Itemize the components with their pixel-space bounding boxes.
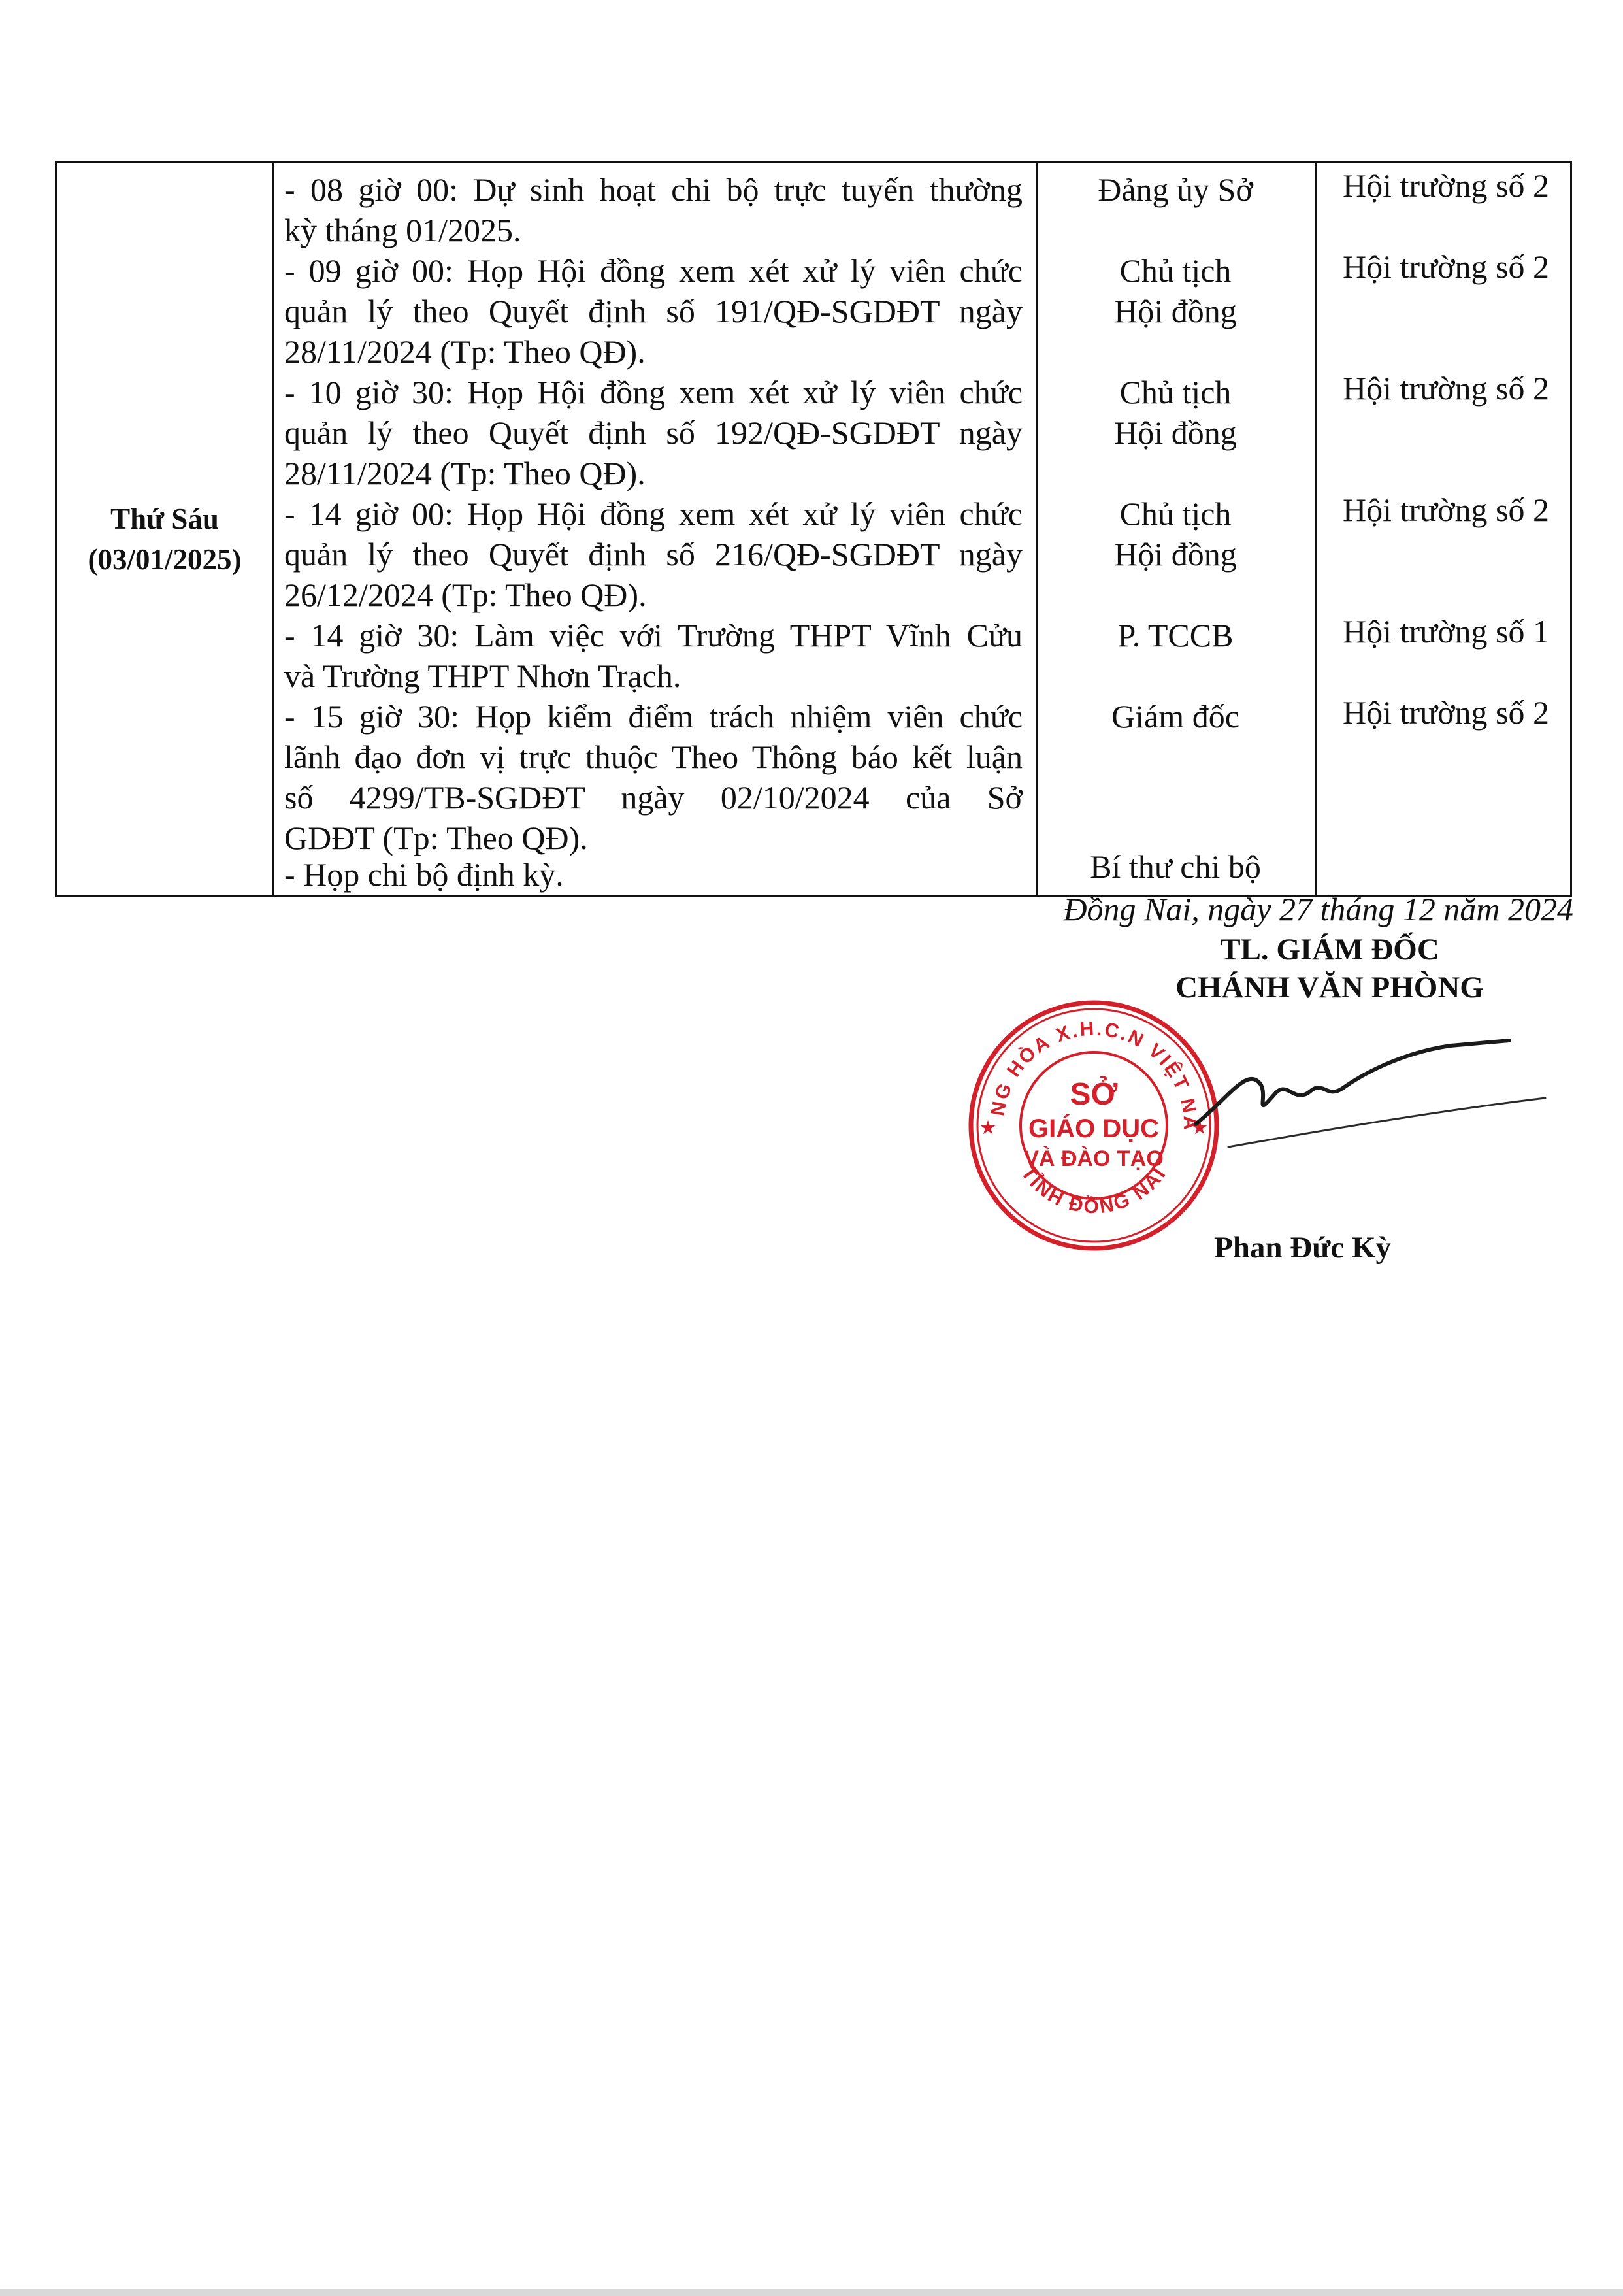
activity-line: số 4299/TB-SGDĐT ngày 02/10/2024 của Sở — [284, 779, 1023, 816]
activity-line: lãnh đạo đơn vị trực thuộc Theo Thông bá… — [284, 739, 1023, 775]
location-line: Hội trường số 2 — [1342, 694, 1550, 731]
signer-title-2: CHÁNH VĂN PHÒNG — [1175, 971, 1484, 1005]
presider-line: Chủ tịch — [1119, 374, 1232, 410]
activity-line: quản lý theo Quyết định số 191/QĐ-SGDĐT … — [284, 293, 1023, 329]
presider-line: Hội đồng — [1114, 293, 1237, 329]
activity-line: - 14 giờ 00: Họp Hội đồng xem xét xử lý … — [284, 495, 1023, 532]
handwritten-signature-icon — [1194, 1039, 1547, 1148]
svg-text:★: ★ — [980, 1118, 996, 1137]
activity-line: kỳ tháng 01/2025. — [284, 212, 521, 248]
presider-line: Hội đồng — [1114, 536, 1237, 573]
location-line: Hội trường số 2 — [1342, 491, 1550, 528]
presider-line: Đảng ủy Sở — [1098, 171, 1253, 208]
day-date: (03/01/2025) — [88, 543, 242, 576]
presider-line: P. TCCB — [1117, 617, 1234, 654]
activity-line: 28/11/2024 (Tp: Theo QĐ). — [284, 333, 646, 370]
activity-line: 26/12/2024 (Tp: Theo QĐ). — [284, 576, 647, 613]
location-line: Hội trường số 2 — [1342, 248, 1550, 285]
activity-line: - Họp chi bộ định kỳ. — [284, 856, 564, 893]
svg-text:VÀ ĐÀO TẠO: VÀ ĐÀO TẠO — [1024, 1146, 1163, 1171]
presider-line: Giám đốc — [1111, 698, 1239, 735]
place-date: Đồng Nai, ngày 27 tháng 12 năm 2024 — [1063, 891, 1573, 927]
day-name: Thứ Sáu — [110, 503, 219, 535]
presider-line: Hội đồng — [1114, 414, 1237, 451]
activity-line: và Trường THPT Nhơn Trạch. — [284, 657, 681, 694]
activity-line: 28/11/2024 (Tp: Theo QĐ). — [284, 455, 646, 491]
column-divider — [272, 163, 274, 895]
scan-edge — [0, 2289, 1623, 2296]
presider-line: Bí thư chi bộ — [1090, 848, 1261, 885]
activity-line: - 09 giờ 00: Họp Hội đồng xem xét xử lý … — [284, 252, 1023, 289]
official-seal-icon: CỘNG HÒA X.H.C.N VIỆT NAM TỈNH ĐỒNG NAI … — [963, 995, 1219, 1251]
presider-line: Chủ tịch — [1119, 252, 1232, 289]
column-divider — [1315, 163, 1317, 895]
column-divider — [1036, 163, 1038, 895]
activity-line: - 15 giờ 30: Họp kiểm điểm trách nhiệm v… — [284, 698, 1023, 735]
schedule-table: Thứ Sáu (03/01/2025) - 08 giờ 00: Dự sin… — [55, 161, 1572, 897]
location-line: Hội trường số 2 — [1342, 370, 1550, 407]
day-cell: Thứ Sáu (03/01/2025) — [57, 499, 272, 580]
activity-line: - 10 giờ 30: Họp Hội đồng xem xét xử lý … — [284, 374, 1023, 410]
signer-name: Phan Đức Kỳ — [1214, 1231, 1392, 1265]
location-line: Hội trường số 1 — [1342, 613, 1550, 650]
svg-text:SỞ: SỞ — [1070, 1076, 1118, 1112]
presider-line: Chủ tịch — [1119, 495, 1232, 532]
signer-title-1: TL. GIÁM ĐỐC — [1220, 933, 1439, 967]
svg-text:GIÁO DỤC: GIÁO DỤC — [1028, 1114, 1159, 1143]
activity-line: quản lý theo Quyết định số 192/QĐ-SGDĐT … — [284, 414, 1023, 451]
activity-line: quản lý theo Quyết định số 216/QĐ-SGDĐT … — [284, 536, 1023, 573]
activity-line: GDĐT (Tp: Theo QĐ). — [284, 820, 588, 856]
activity-line: - 08 giờ 00: Dự sinh hoạt chi bộ trực tu… — [284, 171, 1023, 208]
location-line: Hội trường số 2 — [1342, 167, 1550, 204]
activity-line: - 14 giờ 30: Làm việc với Trường THPT Vĩ… — [284, 617, 1023, 654]
